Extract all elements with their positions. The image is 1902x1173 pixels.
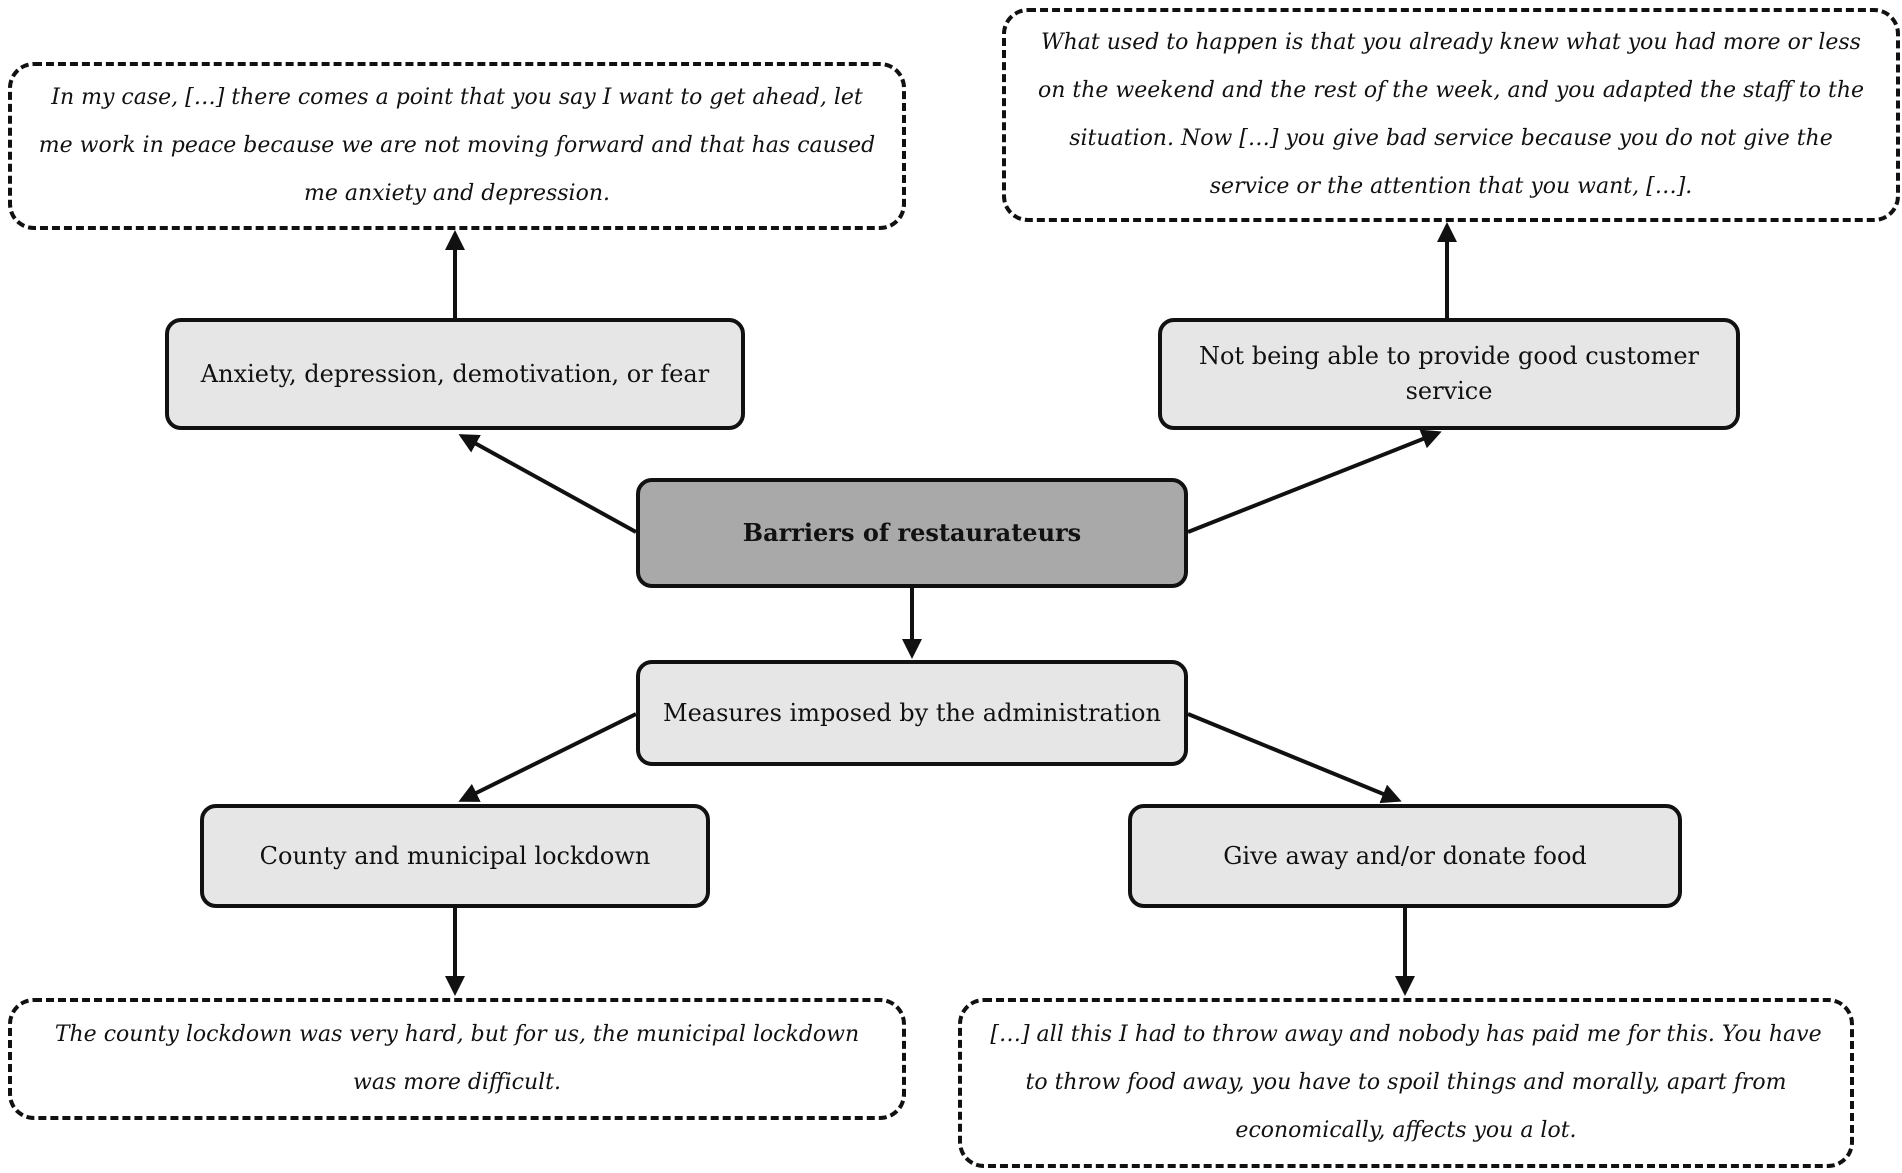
node-customer-service-label: Not being able to provide good customer … bbox=[1198, 342, 1700, 405]
node-measures-label: Measures imposed by the administration bbox=[663, 698, 1161, 727]
quote-lockdown: The county lockdown was very hard, but f… bbox=[8, 998, 906, 1120]
arrow-central-to-service bbox=[1187, 429, 1442, 534]
node-measures: Measures imposed by the administration bbox=[636, 660, 1188, 766]
arrow-measures-to-food bbox=[1187, 712, 1402, 804]
node-lockdown-label: County and municipal lockdown bbox=[259, 841, 651, 870]
quote-customer-service: What used to happen is that you already … bbox=[1002, 8, 1900, 222]
node-food: Give away and/or donate food bbox=[1128, 804, 1682, 908]
quote-food: […] all this I had to throw away and nob… bbox=[958, 998, 1854, 1168]
arrow-measures-to-lockdown bbox=[458, 712, 637, 802]
quote-anxiety: In my case, […] there comes a point that… bbox=[8, 62, 906, 230]
node-anxiety: Anxiety, depression, demotivation, or fe… bbox=[165, 318, 745, 430]
quote-customer-service-text: What used to happen is that you already … bbox=[1037, 30, 1865, 199]
quote-lockdown-text: The county lockdown was very hard, but f… bbox=[54, 1022, 860, 1095]
arrow-central-to-anxiety bbox=[458, 434, 637, 534]
node-customer-service: Not being able to provide good customer … bbox=[1158, 318, 1740, 430]
node-central-label: Barriers of restaurateurs bbox=[742, 517, 1082, 547]
node-food-label: Give away and/or donate food bbox=[1223, 841, 1587, 870]
quote-food-text: […] all this I had to throw away and nob… bbox=[990, 1022, 1822, 1143]
node-central: Barriers of restaurateurs bbox=[636, 478, 1188, 588]
node-anxiety-label: Anxiety, depression, demotivation, or fe… bbox=[200, 359, 710, 388]
quote-anxiety-text: In my case, […] there comes a point that… bbox=[38, 85, 876, 206]
node-lockdown: County and municipal lockdown bbox=[200, 804, 710, 908]
